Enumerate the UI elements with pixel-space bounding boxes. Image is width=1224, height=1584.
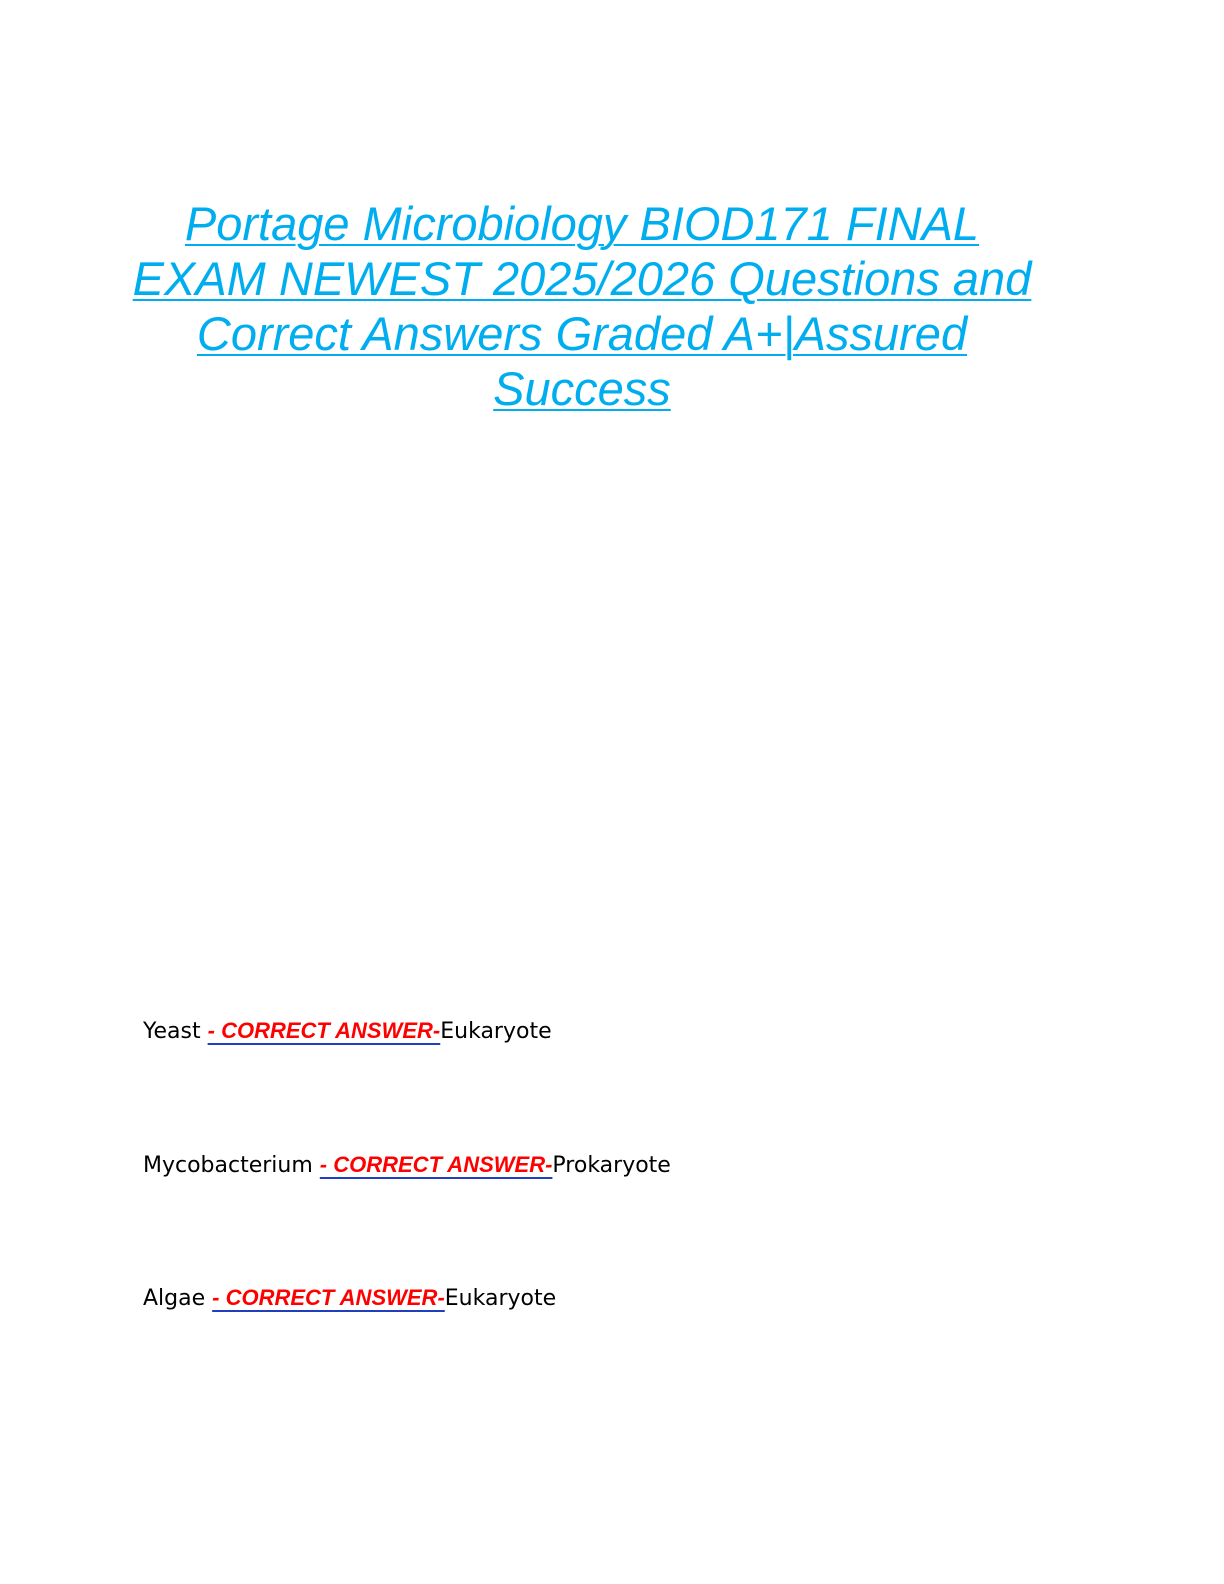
question-term: Mycobacterium [143,1153,313,1178]
question-item: Algae - CORRECT ANSWER-Eukaryote [143,1283,556,1314]
question-item: Yeast - CORRECT ANSWER-Eukaryote [143,1016,552,1047]
answer-marker: - CORRECT ANSWER- [212,1285,445,1310]
question-item: Mycobacterium - CORRECT ANSWER-Prokaryot… [143,1150,671,1181]
question-term: Yeast [143,1019,201,1044]
answer-marker: - CORRECT ANSWER- [319,1152,553,1177]
question-term: Algae [143,1286,206,1311]
title-link[interactable]: Portage Microbiology BIOD171 FINAL EXAM … [132,197,1032,415]
question-answer: Prokaryote [552,1153,671,1178]
answer-marker: - CORRECT ANSWER- [207,1018,441,1043]
document-title: Portage Microbiology BIOD171 FINAL EXAM … [132,196,1032,416]
question-answer: Eukaryote [440,1019,552,1044]
question-answer: Eukaryote [444,1286,557,1311]
